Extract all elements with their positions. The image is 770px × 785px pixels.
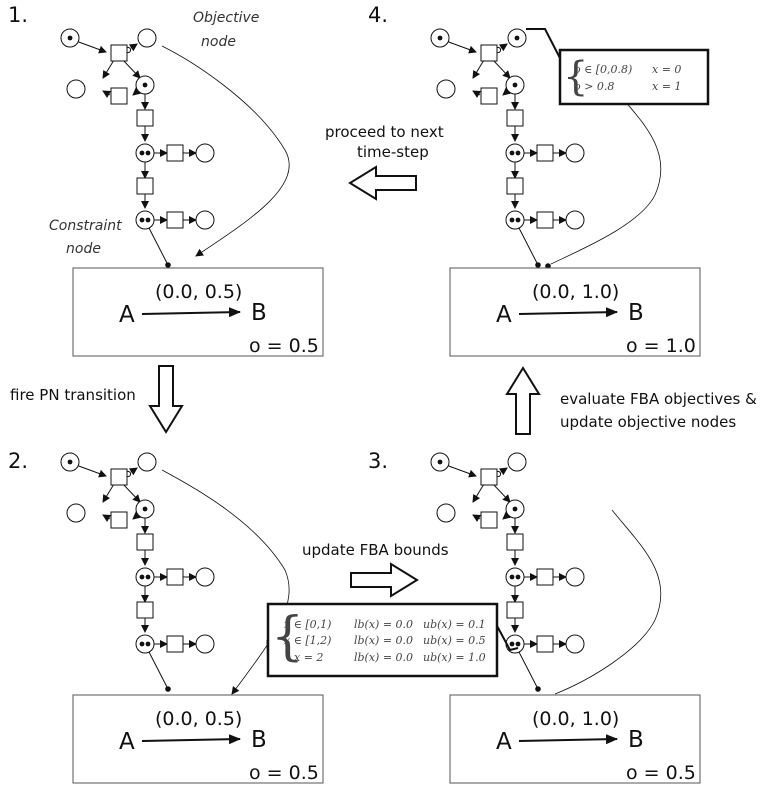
- panel-2-flux-bounds: (0.0, 0.5): [155, 708, 242, 730]
- panel-2: 2. (0.0, 0.5) A B o = 0.5: [8, 449, 323, 784]
- panel-2-metabolite-a: A: [119, 729, 135, 755]
- panel-1-objective-link: [161, 45, 290, 257]
- panel-2-number: 2.: [8, 449, 28, 473]
- bounds-callout-pointer: [495, 623, 519, 652]
- panel-4: 4. { o ∈ [0,0.8) x = 0 o > 0.8 x = 1 (0.…: [368, 3, 710, 357]
- panel-2-fba-box: (0.0, 0.5) A B o = 0.5: [73, 695, 323, 784]
- objective-rule-1-condition: o ∈ [0,0.8): [574, 63, 632, 76]
- objective-rule-box: { o ∈ [0,0.8) x = 0 o > 0.8 x = 1: [558, 48, 710, 106]
- evaluate-arrow-icon: [506, 367, 540, 435]
- panel-2-petri-net: [61, 453, 214, 692]
- panel-1-fba-box: (0.0, 0.5) A B o = 0.5: [73, 268, 323, 357]
- evaluate-caption-line2: update objective nodes: [560, 413, 736, 431]
- step-4-to-1: proceed to next time-step: [325, 123, 444, 200]
- bounds-rule-2-lb: lb(x) = 0.0: [354, 634, 413, 647]
- proceed-arrow-icon: [349, 166, 417, 200]
- panel-3-number: 3.: [368, 449, 388, 473]
- panel-4-flux-bounds: (0.0, 1.0): [532, 281, 619, 303]
- panel-2-objective-value: o = 0.5: [249, 762, 319, 784]
- svg-text:{: {: [563, 54, 588, 100]
- panel-3-objective-value: o = 0.5: [626, 762, 696, 784]
- panel-1-metabolite-a: A: [119, 302, 135, 328]
- panel-4-metabolite-a: A: [496, 302, 512, 328]
- bounds-rule-1-ub: ub(x) = 0.1: [423, 618, 486, 631]
- panel-1-metabolite-b: B: [251, 300, 267, 326]
- bounds-rule-2-ub: ub(x) = 0.5: [423, 634, 486, 647]
- panel-2-objective-link: [161, 469, 290, 695]
- bounds-rule-box: { x ∈ [0,1) lb(x) = 0.0 ub(x) = 0.1 x ∈ …: [266, 602, 499, 678]
- bounds-rule-3-ub: ub(x) = 1.0: [423, 651, 486, 664]
- panel-4-objective-link: [550, 85, 662, 265]
- fire-caption: fire PN transition: [10, 386, 136, 404]
- proceed-caption-line2: time-step: [357, 143, 429, 161]
- panel-3-metabolite-a: A: [496, 729, 512, 755]
- panel-4-objective-token: [514, 35, 520, 41]
- objective-node-label-line1: Objective: [193, 10, 259, 26]
- bounds-rule-1-condition: x ∈ [0,1): [284, 618, 331, 631]
- panel-4-objective-value: o = 1.0: [626, 335, 696, 357]
- panel-3-fba-box: (0.0, 1.0) A B o = 0.5: [450, 695, 700, 784]
- panel-1: 1. Objective node Constraint node (0.0, …: [8, 3, 323, 357]
- panel-2-metabolite-b: B: [251, 727, 267, 753]
- bounds-rule-3-lb: lb(x) = 0.0: [354, 651, 413, 664]
- objective-rule-2-result: x = 1: [652, 80, 681, 93]
- constraint-node-label-line2: node: [66, 241, 101, 257]
- update-bounds-arrow-icon: [350, 563, 418, 597]
- objective-rule-1-result: x = 0: [652, 63, 681, 76]
- constraint-node-label-line1: Constraint: [49, 218, 122, 234]
- panel-1-flux-bounds: (0.0, 0.5): [155, 281, 242, 303]
- svg-text:{: {: [271, 607, 304, 667]
- bounds-rule-1-lb: lb(x) = 0.0: [354, 618, 413, 631]
- evaluate-caption-line1: evaluate FBA objectives &: [560, 390, 757, 408]
- bounds-rule-2-condition: x ∈ [1,2): [284, 634, 331, 647]
- bounds-rule-3-condition: x = 2: [294, 651, 323, 664]
- objective-rule-2-condition: o > 0.8: [574, 80, 614, 93]
- fire-arrow-icon: [149, 365, 183, 433]
- update-bounds-caption: update FBA bounds: [302, 541, 449, 559]
- objective-node-label-line2: node: [201, 34, 236, 50]
- step-2-to-3: update FBA bounds: [302, 541, 449, 597]
- panel-4-fba-box: (0.0, 1.0) A B o = 1.0: [450, 268, 700, 357]
- panel-4-number: 4.: [368, 3, 388, 27]
- panel-3-metabolite-b: B: [628, 727, 644, 753]
- panel-1-number: 1.: [8, 3, 28, 27]
- panel-4-metabolite-b: B: [628, 300, 644, 326]
- panel-1-objective-value: o = 0.5: [249, 335, 319, 357]
- panel-3-objective-link: [554, 509, 662, 695]
- step-1-to-2: fire PN transition: [10, 365, 183, 433]
- panel-3: 3. (0.0, 1.0) A B o = 0.5: [368, 449, 700, 784]
- panel-3-flux-bounds: (0.0, 1.0): [532, 708, 619, 730]
- proceed-caption-line1: proceed to next: [325, 123, 444, 141]
- step-3-to-4: evaluate FBA objectives & update objecti…: [506, 367, 757, 435]
